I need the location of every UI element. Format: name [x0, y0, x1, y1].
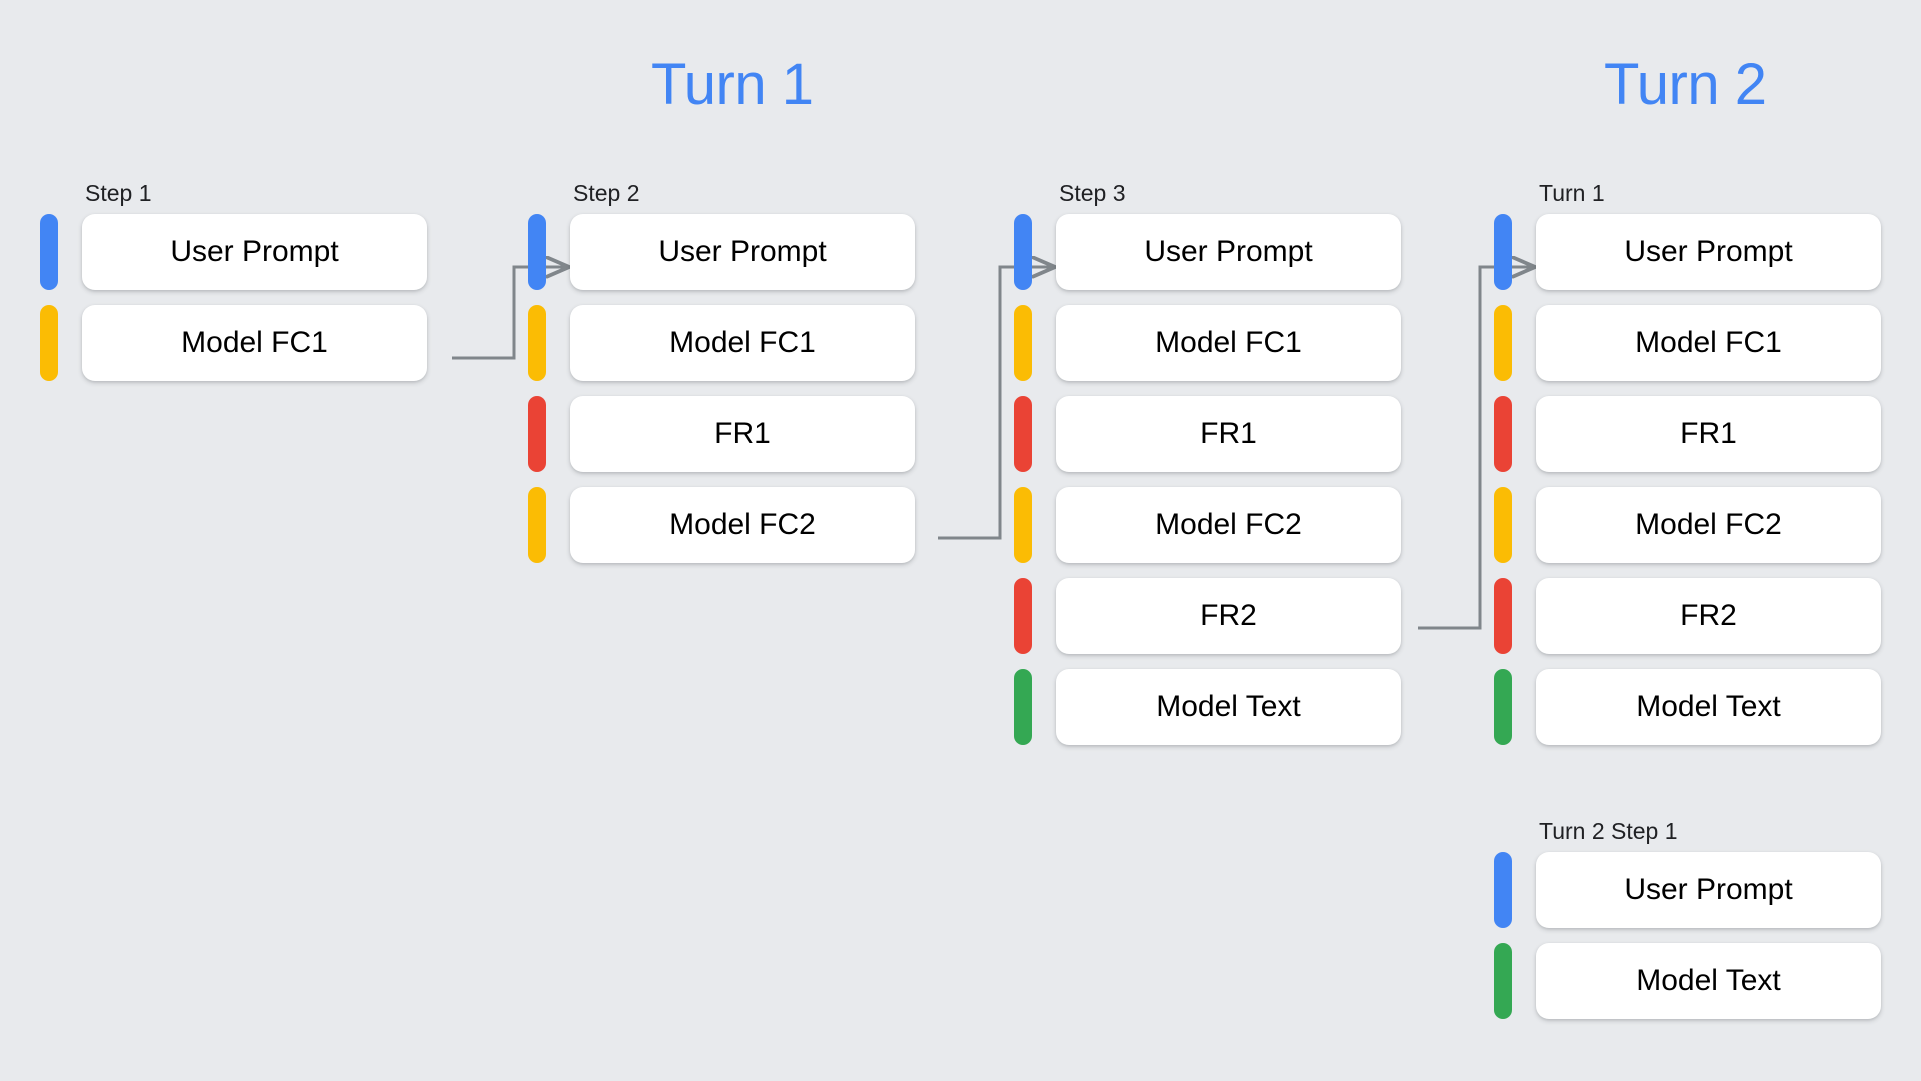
color-bar-model-function-call-icon — [1014, 305, 1032, 381]
color-bar-function-response-icon — [1014, 396, 1032, 472]
connector-step1-to-step2 — [452, 267, 568, 360]
card-label: Model FC2 — [1635, 508, 1782, 541]
connector-step3-to-turn2 — [1418, 267, 1534, 630]
card-label: FR2 — [1680, 599, 1737, 632]
color-bar-model-function-call-icon — [1494, 305, 1512, 381]
card-user-prompt[interactable]: User Prompt — [570, 214, 915, 290]
card-label: User Prompt — [658, 235, 827, 268]
card-label: Model FC1 — [669, 326, 816, 359]
card-label: User Prompt — [1144, 235, 1313, 268]
column-label-step-1: Step 1 — [85, 180, 152, 206]
card-label: Model Text — [1636, 690, 1781, 723]
column-label-turn-2-turn-1: Turn 1 — [1539, 180, 1605, 206]
color-bar-function-response-icon — [1494, 396, 1512, 472]
connector-step2-to-step3 — [938, 267, 1054, 540]
color-bar-user-prompt-icon — [528, 214, 546, 290]
card-model-text[interactable]: Model Text — [1536, 669, 1881, 745]
color-bar-user-prompt-icon — [1014, 214, 1032, 290]
card-label: FR1 — [1200, 417, 1257, 450]
color-bar-function-response-icon — [1494, 578, 1512, 654]
turn-heading-2: Turn 2 — [1604, 52, 1767, 117]
card-function-response[interactable]: FR1 — [1056, 396, 1401, 472]
card-label: FR1 — [1680, 417, 1737, 450]
card-label: FR2 — [1200, 599, 1257, 632]
turn-heading-1: Turn 1 — [651, 52, 814, 117]
card-user-prompt[interactable]: User Prompt — [1536, 214, 1881, 290]
card-function-response[interactable]: FR2 — [1536, 578, 1881, 654]
card-model-function-call[interactable]: Model FC2 — [570, 487, 915, 563]
color-bar-model-text-icon — [1014, 669, 1032, 745]
color-bar-model-text-icon — [1494, 669, 1512, 745]
card-model-function-call[interactable]: Model FC1 — [1536, 305, 1881, 381]
color-bar-function-response-icon — [528, 396, 546, 472]
card-model-function-call[interactable]: Model FC1 — [570, 305, 915, 381]
card-label: Model FC1 — [1155, 326, 1302, 359]
card-label: User Prompt — [170, 235, 339, 268]
card-model-text[interactable]: Model Text — [1056, 669, 1401, 745]
color-bar-model-function-call-icon — [1494, 487, 1512, 563]
card-user-prompt[interactable]: User Prompt — [1536, 852, 1881, 928]
color-bar-model-function-call-icon — [528, 487, 546, 563]
color-bar-model-function-call-icon — [40, 305, 58, 381]
color-bar-model-text-icon — [1494, 943, 1512, 1019]
column-label-step-3: Step 3 — [1059, 180, 1126, 206]
card-function-response[interactable]: FR1 — [1536, 396, 1881, 472]
card-label: User Prompt — [1624, 873, 1793, 906]
color-bar-model-function-call-icon — [1014, 487, 1032, 563]
card-user-prompt[interactable]: User Prompt — [82, 214, 427, 290]
card-label: Model Text — [1636, 964, 1781, 997]
color-bar-user-prompt-icon — [1494, 852, 1512, 928]
card-function-response[interactable]: FR2 — [1056, 578, 1401, 654]
card-function-response[interactable]: FR1 — [570, 396, 915, 472]
card-label: Model FC2 — [1155, 508, 1302, 541]
card-label: Model FC2 — [669, 508, 816, 541]
card-label: FR1 — [714, 417, 771, 450]
card-label: User Prompt — [1624, 235, 1793, 268]
card-model-function-call[interactable]: Model FC2 — [1536, 487, 1881, 563]
color-bar-user-prompt-icon — [40, 214, 58, 290]
card-label: Model FC1 — [1635, 326, 1782, 359]
card-model-function-call[interactable]: Model FC1 — [1056, 305, 1401, 381]
card-model-text[interactable]: Model Text — [1536, 943, 1881, 1019]
card-model-function-call[interactable]: Model FC1 — [82, 305, 427, 381]
column-label-step-2: Step 2 — [573, 180, 640, 206]
color-bar-model-function-call-icon — [528, 305, 546, 381]
column-label-turn-2-step-1: Turn 2 Step 1 — [1539, 818, 1678, 844]
card-label: Model FC1 — [181, 326, 328, 359]
color-bar-function-response-icon — [1014, 578, 1032, 654]
card-model-function-call[interactable]: Model FC2 — [1056, 487, 1401, 563]
card-user-prompt[interactable]: User Prompt — [1056, 214, 1401, 290]
color-bar-user-prompt-icon — [1494, 214, 1512, 290]
card-label: Model Text — [1156, 690, 1301, 723]
